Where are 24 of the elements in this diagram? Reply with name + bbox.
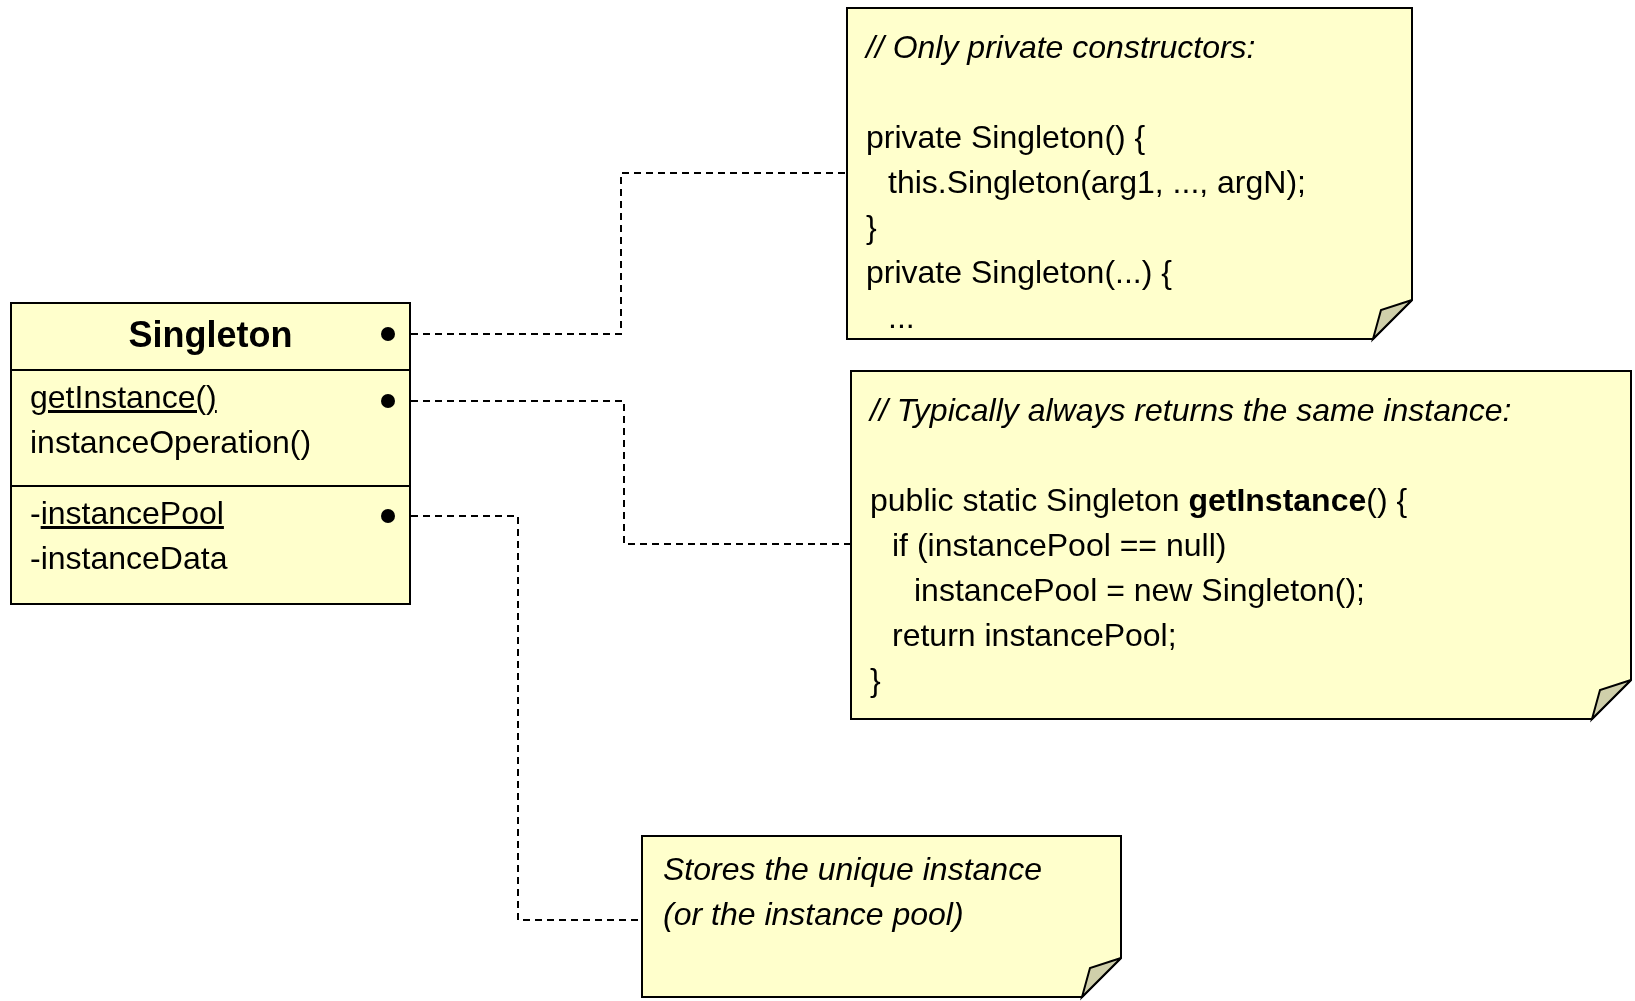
note [641,835,1122,998]
code-line: private Singleton(...) { [866,253,1172,292]
note [850,370,1632,720]
code-line: } [870,661,881,700]
code-line: return instancePool; [892,616,1177,655]
attribute-name: -instancePool [30,494,224,533]
attribute-name: -instanceData [30,539,228,578]
note [846,7,1413,340]
code-comment: // Typically always returns the same instance: [870,391,1512,430]
connector-line [381,172,847,341]
code-line: this.Singleton(arg1, ..., argN); [888,163,1306,202]
class-box [10,302,411,605]
code-line: if (instancePool == null) [892,526,1227,565]
code-line: } [866,208,877,247]
operation-name: getInstance() [30,378,217,417]
connector-line [381,394,851,545]
code-line: private Singleton() { [866,118,1146,157]
code-comment: // Only private constructors: [866,28,1256,67]
operation-name: instanceOperation() [30,423,312,462]
code-line: ... [888,298,915,337]
code-line: public static Singleton getInstance() { [870,481,1408,520]
note-text: Stores the unique instance (or the instance pool) [663,850,1043,934]
class-name: Singleton [127,313,294,357]
code-line: instancePool = new Singleton(); [914,571,1365,610]
